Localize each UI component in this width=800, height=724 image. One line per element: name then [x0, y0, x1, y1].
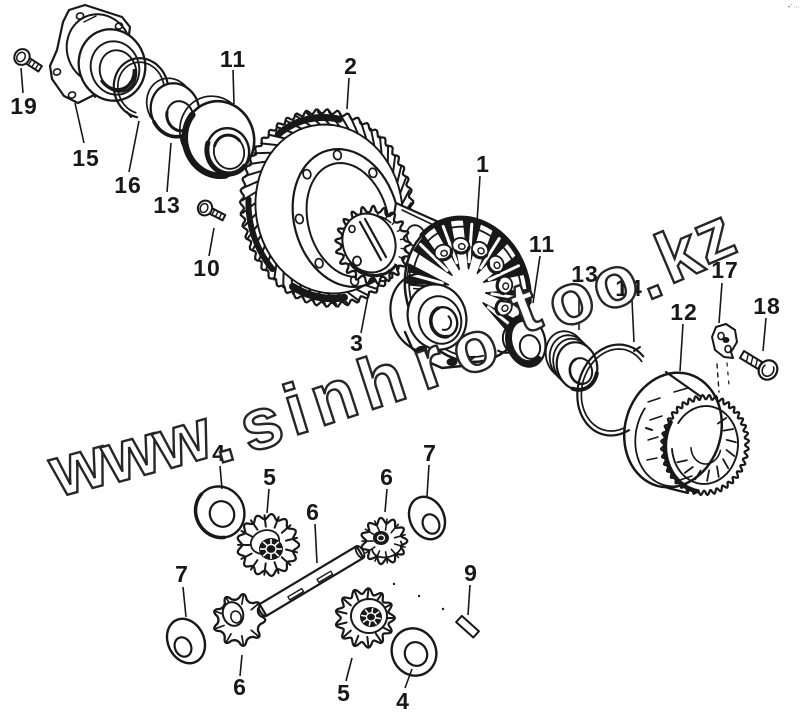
- svg-text:11: 11: [529, 231, 555, 257]
- svg-text:5: 5: [337, 680, 351, 706]
- svg-text:11: 11: [220, 46, 246, 72]
- svg-text:9: 9: [464, 560, 478, 586]
- svg-text:7: 7: [423, 440, 437, 466]
- svg-text:6: 6: [306, 499, 320, 525]
- svg-text:6: 6: [233, 674, 247, 700]
- svg-text:4: 4: [396, 688, 410, 714]
- svg-text:5: 5: [263, 464, 277, 490]
- svg-text:•˝ ⋯⋯: •˝ ⋯⋯: [788, 5, 800, 11]
- svg-text:10: 10: [193, 255, 221, 281]
- svg-text:1: 1: [476, 151, 490, 177]
- svg-text:6: 6: [380, 464, 394, 490]
- svg-text:12: 12: [670, 299, 698, 325]
- svg-text:16: 16: [114, 172, 142, 198]
- svg-text:7: 7: [175, 561, 189, 587]
- svg-text:15: 15: [72, 145, 100, 171]
- svg-text:2: 2: [344, 53, 358, 79]
- svg-text:19: 19: [10, 93, 38, 119]
- svg-text:18: 18: [753, 293, 781, 319]
- svg-text:13: 13: [153, 192, 181, 218]
